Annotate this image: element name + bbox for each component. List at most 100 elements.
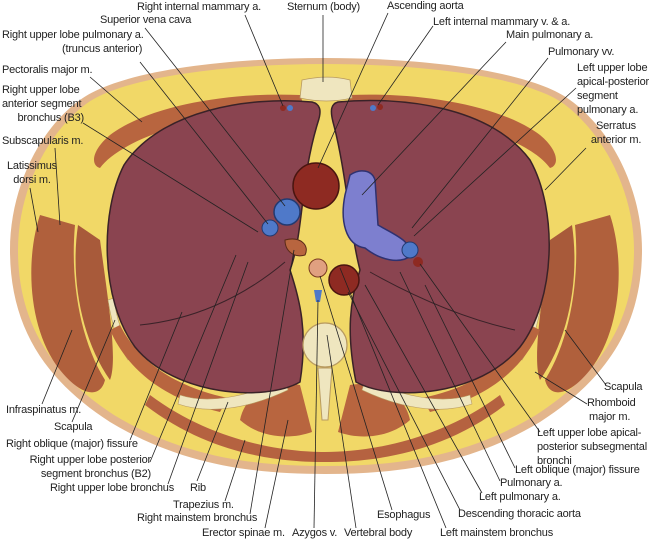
leader-left-oblique [424,284,516,469]
leader-vertebral-body [326,334,357,529]
label-infraspinatus: Infraspinatus m. [6,404,82,416]
label-line: posterior subsegmental [537,441,647,453]
label-superior-vena-cava: Superior vena cava [100,14,192,26]
infraspinatus-muscle-right [110,325,228,412]
label-left-internal-mammary: Left internal mammary v. & a. [433,16,571,28]
label-line: dorsi m. [13,174,51,186]
leader-rib [196,401,229,482]
label-pulmonary-veins: Pulmonary vv. [548,46,615,58]
label-latissimus-dorsi: Latissimus dorsi m. [4,159,60,187]
right-upper-lobe-pulmonary-artery [261,219,279,237]
leader-lul-pa [413,87,577,237]
label-azygos-vein: Azygos v. [292,527,338,539]
azygos-vein [314,290,322,302]
leader-main-pulm-a [361,41,507,196]
label-subscapularis: Subscapularis m. [2,135,84,147]
label-line: apical-posterior [577,76,650,88]
label-lul-subsegmental-bronchi: Left upper lobe apical- posterior subseg… [537,426,647,468]
label-right-upper-lobe-pulmonary-artery: Right upper lobe pulmonary a. (truncus a… [2,28,158,56]
label-line: major m. [589,411,631,423]
label-line: anterior m. [590,134,642,146]
label-line: pulmonary a. [577,104,639,116]
label-rul-anterior-segment-bronchus: Right upper lobe anterior segment bronch… [2,83,84,125]
label-descending-thoracic-aorta: Descending thoracic aorta [458,508,581,520]
label-line: Latissimus [7,160,57,172]
leader-ascending-aorta [317,12,389,169]
rib-right [177,379,289,410]
label-line: anterior segment [2,98,82,110]
label-rul-posterior-segment-bronchus: Right upper lobe posterior segment bronc… [20,453,152,481]
right-internal-mammary-artery [280,105,286,111]
subscapularis-muscle-left [537,225,575,380]
descending-thoracic-aorta [328,264,360,296]
leader-subscapularis [54,147,61,226]
label-line: bronchi [537,455,572,467]
label-erector-spinae: Erector spinae m. [202,527,285,539]
serratus-anterior-muscle [545,215,619,393]
label-line: Serratus [596,120,636,132]
leader-rhomboid [534,371,588,405]
subscapularis-muscle [75,225,113,380]
right-mainstem-bronchus [284,238,307,257]
label-right-oblique-fissure: Right oblique (major) fissure [6,438,138,450]
label-scapula-right-side: Scapula [604,381,643,393]
label-vertebral-body: Vertebral body [344,527,413,539]
leader-latissimus [29,187,39,233]
label-lul-apical-posterior-segment-pulmonary-artery: Left upper lobe apical-posterior segment… [577,61,649,117]
label-line: Right upper lobe pulmonary a. [2,29,144,41]
label-line: (truncus anterior) [62,43,143,55]
leader-pulm-a [399,271,501,482]
label-ascending-aorta: Ascending aorta [387,0,464,12]
label-main-pulmonary-artery: Main pulmonary a. [506,29,594,41]
leader-right-internal-mammary [244,14,284,107]
leader-azygos [313,299,319,529]
left-internal-mammary-vein [370,105,376,111]
leader-rul-pulm-a [139,61,269,225]
label-line: Rhomboid [587,397,636,409]
vertebral-body [302,322,348,368]
sternum [299,76,353,102]
label-pulmonary-artery: Pulmonary a. [500,477,563,489]
leader-serratus [544,147,587,191]
label-left-mainstem-bronchus: Left mainstem bronchus [440,527,553,539]
label-line: Right upper lobe posterior [29,454,152,466]
leader-scapula-left-side [71,319,116,423]
leader-desc-aorta [347,291,461,511]
label-right-internal-mammary-artery: Right internal mammary a. [137,1,261,13]
right-internal-mammary-vein [287,105,293,111]
left-oblique-fissure [369,271,516,331]
leader-pectoralis [89,76,143,123]
label-sternum: Sternum (body) [287,1,361,13]
leader-pulm-vv [411,57,549,229]
label-line: bronchus (B3) [17,112,85,124]
leader-left-mainstem [339,267,447,529]
leader-erector [264,419,289,529]
left-internal-mammary-artery [377,104,383,110]
right-oblique-fissure [139,261,286,326]
label-left-oblique-fissure: Left oblique (major) fissure [515,464,640,476]
label-pectoralis-major: Pectoralis major m. [2,64,93,76]
rhomboid-major-muscle [422,325,540,412]
leader-lines [29,12,607,529]
leader-svc [144,27,286,207]
label-rhomboid-major: Rhomboid major m. [587,396,636,424]
label-line: segment [577,90,618,102]
label-scapula-left-side: Scapula [54,421,93,433]
ascending-aorta [292,162,340,210]
leader-right-oblique [129,311,183,441]
label-line: Left upper lobe [577,62,648,74]
label-esophagus: Esophagus [377,509,431,521]
left-pulmonary-artery [401,241,419,259]
rib-left [361,379,473,410]
spinous-process [317,367,333,421]
label-left-pulmonary-artery: Left pulmonary a. [479,491,561,503]
label-line: segment bronchus (B2) [40,468,151,480]
leader-rul-b3 [82,122,259,233]
leader-rul-b2 [149,254,237,463]
label-right-mainstem-bronchus: Right mainstem bronchus [137,512,258,524]
label-line: Left upper lobe apical- [537,427,642,439]
leader-lul-bronchi [419,263,541,433]
leader-left-pulm-a [364,284,483,494]
